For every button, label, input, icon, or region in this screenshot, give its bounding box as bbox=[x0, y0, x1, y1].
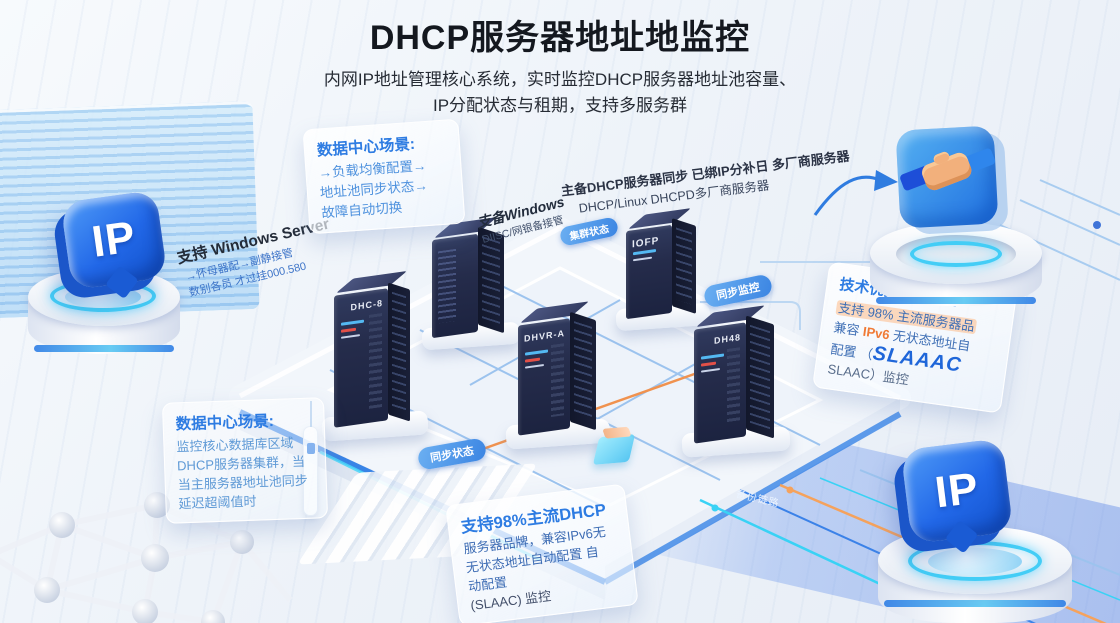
server-front: DHC-8 bbox=[334, 288, 388, 428]
ip-badge-text: IP bbox=[932, 463, 982, 518]
subtitle-line1: 内网IP地址管理核心系统，实时监控DHCP服务器地址池容量、 bbox=[323, 70, 797, 89]
server-lights bbox=[633, 249, 659, 262]
left-pedestal bbox=[28, 268, 180, 364]
server-side bbox=[570, 311, 596, 431]
handshake-hands bbox=[919, 150, 974, 193]
server-label: IOFP bbox=[632, 235, 660, 251]
server-vents bbox=[438, 248, 456, 324]
callout-dhcp-support: 支持98%主流DHCP 服务器品牌，兼容IPv6无 无状态地址自动配置 自 动配… bbox=[445, 483, 639, 623]
pedestal-stripe bbox=[34, 345, 174, 352]
handshake-pedestal bbox=[870, 222, 1042, 314]
pedestal-stripe bbox=[876, 297, 1036, 304]
callout-title: 数据中心场景: bbox=[175, 412, 275, 434]
server-slots bbox=[727, 347, 740, 426]
ipv6-highlight: IPv6 bbox=[861, 323, 891, 343]
server-slots bbox=[551, 343, 564, 418]
network-graph bbox=[0, 492, 293, 623]
pedestal-glow-ring bbox=[910, 241, 1002, 267]
arrow-to-handshake bbox=[813, 170, 898, 216]
callout-datacenter-top: 数据中心场景: →负载均衡配置→ 地址池同步状态→ 故障自动切换 bbox=[302, 118, 466, 235]
pedestal-stripe bbox=[884, 600, 1066, 607]
server-lights bbox=[341, 319, 367, 339]
server-lights bbox=[701, 353, 727, 373]
ip-badge-right: IP bbox=[900, 438, 1014, 544]
server-lights bbox=[525, 349, 551, 369]
callout-datacenter-bottom: 数据中心场景: 监控核心数据库区域 DHCP服务器集群，当 当主服务器地址池同步… bbox=[161, 397, 329, 524]
right-pedestal bbox=[878, 526, 1072, 623]
server-side bbox=[746, 315, 774, 439]
header: DHCP服务器地址地监控 内网IP地址管理核心系统，实时监控DHCP服务器地址池… bbox=[0, 10, 1120, 119]
server-front: DH48 bbox=[694, 322, 746, 444]
server-side bbox=[388, 282, 410, 422]
ip-badge-left: IP bbox=[60, 189, 168, 291]
handshake-icon bbox=[895, 125, 999, 229]
pedestal-disc bbox=[928, 548, 1022, 575]
page-title: DHCP服务器地址地监控 bbox=[369, 19, 751, 57]
server-front: IOFP bbox=[626, 224, 672, 320]
server-label: DHC-8 bbox=[350, 297, 383, 313]
pedestal-glow-ring bbox=[908, 541, 1042, 581]
server-label: DH48 bbox=[713, 332, 741, 346]
server-slots bbox=[369, 313, 382, 409]
server-side bbox=[672, 218, 696, 314]
ip-badge-text: IP bbox=[88, 212, 139, 267]
subtitle-line2: IP分配状态与租期，支持多服务群 bbox=[432, 96, 688, 115]
server-label: DHVR-A bbox=[524, 328, 565, 344]
server-front bbox=[432, 233, 478, 339]
server-front: DHVR-A bbox=[518, 318, 570, 436]
